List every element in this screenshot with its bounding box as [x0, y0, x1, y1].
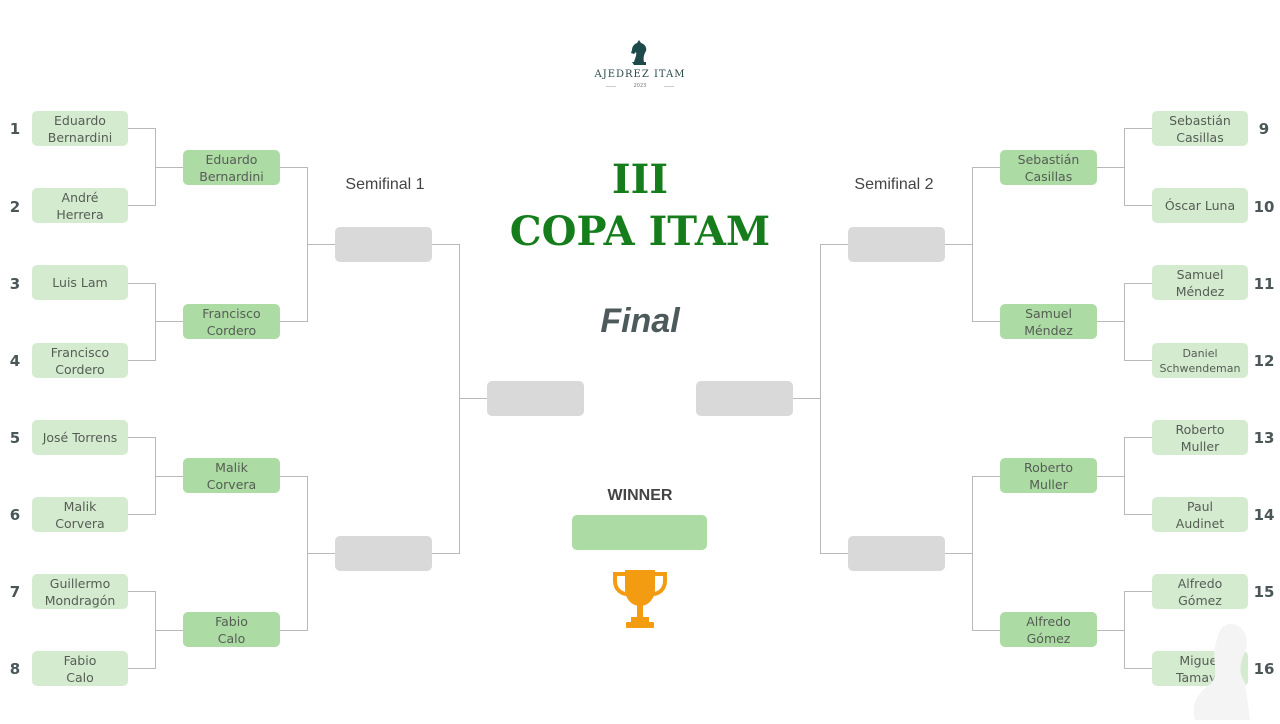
player-slot[interactable]: Óscar Luna [1152, 188, 1248, 223]
round2-slot[interactable]: Eduardo Bernardini [183, 150, 280, 185]
semifinal-2-label: Semifinal 2 [854, 176, 934, 193]
tournament-edition: III [611, 156, 669, 203]
player-slot[interactable]: Malik Corvera [32, 497, 128, 532]
seed-number: 6 [9, 506, 21, 524]
player-slot[interactable]: Daniel Schwendeman [1152, 343, 1248, 378]
player-slot[interactable]: Fabio Calo [32, 651, 128, 686]
quarterfinal-slot[interactable] [848, 536, 945, 571]
trophy-icon [611, 567, 669, 629]
seed-number: 15 [1253, 583, 1275, 601]
seed-number: 11 [1253, 275, 1275, 293]
round2-slot[interactable]: Alfredo Gómez [1000, 612, 1097, 647]
player-slot[interactable]: Alfredo Gómez [1152, 574, 1248, 609]
player-slot[interactable]: Guillermo Mondragón [32, 574, 128, 609]
player-slot[interactable]: Luis Lam [32, 265, 128, 300]
semifinal-slot[interactable] [696, 381, 793, 416]
seed-number: 16 [1253, 660, 1275, 678]
round2-slot[interactable]: Fabio Calo [183, 612, 280, 647]
round2-slot[interactable]: Malik Corvera [183, 458, 280, 493]
seed-number: 14 [1253, 506, 1275, 524]
round2-slot[interactable]: Sebastián Casillas [1000, 150, 1097, 185]
winner-label: WINNER [607, 487, 673, 504]
round2-slot[interactable]: Roberto Muller [1000, 458, 1097, 493]
player-slot[interactable]: José Torrens [32, 420, 128, 455]
player-slot[interactable]: André Herrera [32, 188, 128, 223]
player-slot[interactable]: Samuel Méndez [1152, 265, 1248, 300]
seed-number: 1 [9, 120, 21, 138]
player-slot[interactable]: Roberto Muller [1152, 420, 1248, 455]
round2-slot[interactable]: Francisco Cordero [183, 304, 280, 339]
player-slot[interactable]: Eduardo Bernardini [32, 111, 128, 146]
logo-year: 2023 [633, 83, 647, 89]
round2-slot[interactable]: Samuel Méndez [1000, 304, 1097, 339]
seed-number: 2 [9, 198, 21, 216]
seed-number: 12 [1253, 352, 1275, 370]
seed-number: 7 [9, 583, 21, 601]
player-slot[interactable]: Francisco Cordero [32, 343, 128, 378]
seed-number: 10 [1253, 198, 1275, 216]
player-slot[interactable]: Paul Audinet [1152, 497, 1248, 532]
knight-chess-icon [626, 38, 652, 68]
final-label: Final [600, 302, 680, 340]
logo-text: AJEDREZ ITAM [594, 69, 686, 80]
semifinal-1-label: Semifinal 1 [345, 176, 425, 193]
seed-number: 4 [9, 352, 21, 370]
quarterfinal-slot[interactable] [335, 536, 432, 571]
quarterfinal-slot[interactable] [335, 227, 432, 262]
decorative-shape [1190, 622, 1250, 720]
seed-number: 8 [9, 660, 21, 678]
tournament-title: COPA ITAM [509, 208, 771, 255]
seed-number: 9 [1258, 120, 1270, 138]
seed-number: 13 [1253, 429, 1275, 447]
seed-number: 3 [9, 275, 21, 293]
quarterfinal-slot[interactable] [848, 227, 945, 262]
player-slot[interactable]: Sebastián Casillas [1152, 111, 1248, 146]
semifinal-slot[interactable] [487, 381, 584, 416]
winner-slot[interactable] [572, 515, 707, 550]
seed-number: 5 [9, 429, 21, 447]
